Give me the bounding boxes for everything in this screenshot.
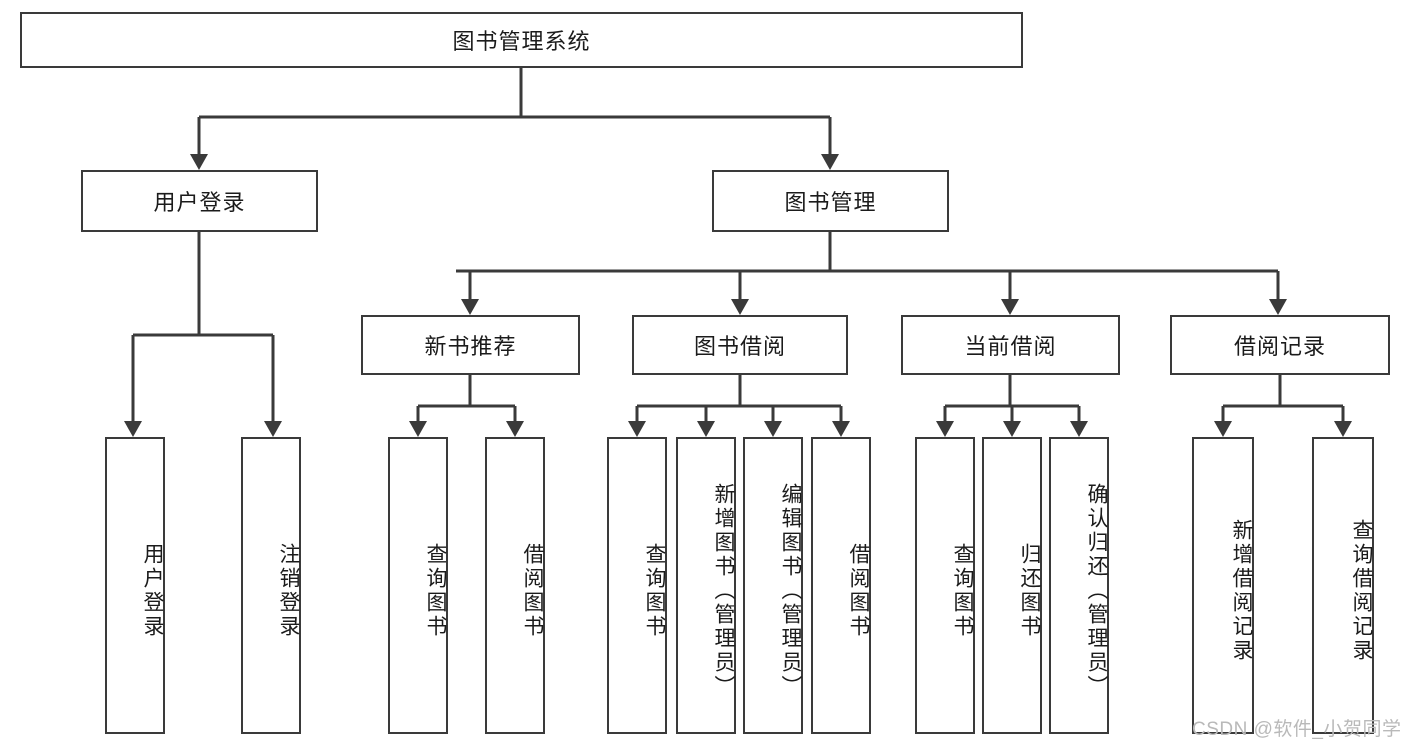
level1-arrow-1-arrowhead (821, 154, 839, 170)
node-leaf-leaf-borrow-book-rec[interactable]: 借阅图书 (485, 437, 545, 734)
book-borrow-arrow-1-arrowhead (697, 421, 715, 437)
node-label: 新增借阅记录 (1230, 518, 1253, 663)
book-borrow-arrow-0-arrowhead (628, 421, 646, 437)
node-leaf-leaf-borrow-book[interactable]: 借阅图书 (811, 437, 871, 734)
node-leaf-leaf-logout[interactable]: 注销登录 (241, 437, 301, 734)
node-label: 图书借阅 (693, 334, 786, 359)
level2-arrow-3-arrowhead (1269, 299, 1287, 315)
watermark-label: CSDN @软件_小贺同学 (1192, 719, 1402, 740)
node-level2-borrow-record[interactable]: 借阅记录 (1170, 315, 1390, 375)
node-level1-book-management[interactable]: 图书管理 (712, 170, 949, 232)
node-label: 归还图书 (1018, 542, 1041, 639)
level2-arrow-2-arrowhead (1001, 299, 1019, 315)
node-leaf-leaf-confirm-return[interactable]: 确认归还（管理员） (1049, 437, 1109, 734)
node-level2-new-book-recommend[interactable]: 新书推荐 (361, 315, 580, 375)
node-label: 图书管理 (784, 190, 877, 215)
node-label: 查询图书 (643, 542, 666, 639)
current-borrow-arrow-1-arrowhead (1003, 421, 1021, 437)
borrow-record-arrow-1-arrowhead (1334, 421, 1352, 437)
node-label: 借阅图书 (847, 542, 870, 639)
node-level2-book-borrow[interactable]: 图书借阅 (632, 315, 848, 375)
user-login-arrow-1-arrowhead (264, 421, 282, 437)
node-label: 注销登录 (277, 542, 300, 639)
user-login-arrow-0-arrowhead (124, 421, 142, 437)
new-book-recommend-arrow-0-arrowhead (409, 421, 427, 437)
node-level2-current-borrow[interactable]: 当前借阅 (901, 315, 1120, 375)
node-leaf-leaf-return-book[interactable]: 归还图书 (982, 437, 1042, 734)
book-borrow-arrow-3-arrowhead (832, 421, 850, 437)
level2-arrow-0-arrowhead (461, 299, 479, 315)
node-label: 新书推荐 (424, 334, 517, 359)
node-label: 编辑图书（管理员） (779, 482, 802, 699)
node-leaf-leaf-add-borrow-record[interactable]: 新增借阅记录 (1192, 437, 1254, 734)
node-label: 用户登录 (153, 190, 246, 215)
current-borrow-arrow-0-arrowhead (936, 421, 954, 437)
node-leaf-leaf-edit-book[interactable]: 编辑图书（管理员） (743, 437, 803, 734)
level1-arrow-0-arrowhead (190, 154, 208, 170)
node-label: 借阅记录 (1233, 334, 1326, 359)
node-level1-user-login[interactable]: 用户登录 (81, 170, 318, 232)
node-leaf-leaf-user-login[interactable]: 用户登录 (105, 437, 165, 734)
book-borrow-arrow-2-arrowhead (764, 421, 782, 437)
node-label: 查询图书 (951, 542, 974, 639)
node-label: 用户登录 (141, 542, 164, 639)
node-label: 借阅图书 (521, 542, 544, 639)
node-label: 图书管理系统 (452, 29, 591, 54)
node-label: 当前借阅 (964, 334, 1057, 359)
level2-arrow-1-arrowhead (731, 299, 749, 315)
node-leaf-leaf-query-book-current[interactable]: 查询图书 (915, 437, 975, 734)
node-root-root[interactable]: 图书管理系统 (20, 12, 1023, 68)
node-leaf-leaf-query-book-borrow[interactable]: 查询图书 (607, 437, 667, 734)
node-label: 查询图书 (424, 542, 447, 639)
node-label: 查询借阅记录 (1350, 518, 1373, 663)
node-leaf-leaf-add-book[interactable]: 新增图书（管理员） (676, 437, 736, 734)
node-leaf-leaf-query-borrow-record[interactable]: 查询借阅记录 (1312, 437, 1374, 734)
new-book-recommend-arrow-1-arrowhead (506, 421, 524, 437)
borrow-record-arrow-0-arrowhead (1214, 421, 1232, 437)
node-label: 确认归还（管理员） (1085, 482, 1108, 699)
node-leaf-leaf-query-book-rec[interactable]: 查询图书 (388, 437, 448, 734)
current-borrow-arrow-2-arrowhead (1070, 421, 1088, 437)
node-label: 新增图书（管理员） (712, 482, 735, 699)
